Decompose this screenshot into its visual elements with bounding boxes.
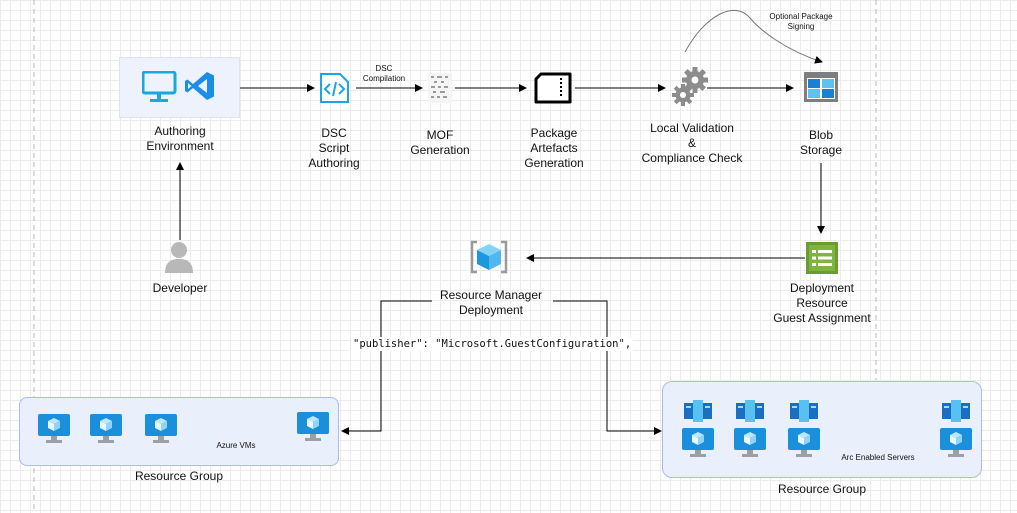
azure-vms-label: Azure VMs — [216, 441, 256, 450]
resource-manager-cube-icon — [470, 240, 508, 274]
validation-label-line3: Compliance Check — [641, 151, 743, 165]
gears-icon — [672, 67, 708, 106]
blob-storage-icon — [804, 72, 838, 102]
optional-signing-label: Optional Package Signing — [756, 12, 846, 32]
visual-studio-code-icon — [185, 72, 214, 100]
dsc-compilation-line1: DSC — [375, 64, 393, 73]
azure-vm-icon — [734, 428, 766, 457]
rm-label-line1: Resource Manager — [439, 288, 543, 302]
authoring-environment-box — [119, 57, 240, 118]
arc-server-icon — [736, 400, 764, 422]
dsc-compilation-label: DSC Compilation — [356, 64, 412, 84]
package-artefacts-label: Package Artefacts Generation — [514, 126, 594, 171]
package-sd-icon — [534, 72, 572, 104]
dsc-label-line3: Authoring — [308, 156, 360, 170]
dsc-label-line1: DSC — [321, 126, 347, 140]
deployment-label-line1: Deployment — [789, 281, 855, 295]
resource-manager-label: Resource Manager Deployment — [426, 288, 556, 318]
monitor-icon — [142, 71, 177, 102]
deployment-resource-label: Deployment Resource Guest Assignment — [766, 281, 878, 326]
azure-vm-icon — [940, 428, 972, 457]
arc-enabled-servers-label: Arc Enabled Servers — [841, 453, 915, 462]
arrow-optional-signing — [684, 9, 823, 64]
deployment-list-icon — [806, 242, 838, 274]
resource-group-azure-caption: Resource Group — [134, 469, 224, 483]
arrow-rm-to-azure-vms — [341, 300, 432, 435]
dsc-label-line2: Script — [318, 141, 350, 155]
publisher-code-snippet: "publisher": "Microsoft.GuestConfigurati… — [351, 337, 634, 351]
user-icon — [165, 242, 193, 273]
signing-label-line1: Optional Package — [769, 12, 833, 21]
azure-vm-icon — [145, 414, 177, 443]
resource-group-azure — [19, 397, 339, 466]
azure-vm-icon — [788, 428, 820, 457]
arc-server-icon — [790, 400, 818, 422]
blob-label-line1: Blob — [808, 128, 834, 142]
code-file-icon — [320, 73, 349, 103]
local-validation-label: Local Validation & Compliance Check — [632, 121, 752, 166]
deployment-label-line3: Guest Assignment — [773, 311, 871, 325]
mof-label-line1: MOF — [426, 128, 454, 142]
blob-label-line2: Storage — [799, 143, 843, 157]
azure-vm-icon — [90, 414, 122, 443]
authoring-environment-label: Authoring Environment — [130, 124, 230, 154]
resource-group-arc — [662, 381, 982, 478]
arc-server-icon — [684, 400, 712, 422]
azure-vm-icon — [682, 428, 714, 457]
mof-generation-label: MOF Generation — [404, 128, 476, 158]
rm-label-line2: Deployment — [458, 303, 524, 317]
dsc-script-label: DSC Script Authoring — [299, 126, 369, 171]
mof-label-line2: Generation — [410, 143, 470, 157]
arc-server-icon — [942, 400, 970, 422]
azure-vm-icon — [38, 414, 70, 443]
mof-document-icon — [428, 73, 452, 103]
authoring-label-line1: Authoring — [154, 124, 206, 138]
package-label-line1: Package — [530, 126, 578, 140]
deployment-label-line2: Resource — [796, 296, 848, 310]
developer-label: Developer — [152, 281, 208, 295]
validation-label-line1: Local Validation — [650, 121, 734, 135]
package-label-line2: Artefacts — [530, 141, 578, 155]
blob-storage-label: Blob Storage — [786, 128, 856, 158]
resource-group-arc-caption: Resource Group — [777, 482, 867, 496]
authoring-label-line2: Environment — [146, 139, 214, 153]
arrow-rm-to-arc-servers — [553, 300, 662, 435]
dsc-compilation-line2: Compilation — [362, 74, 406, 83]
signing-label-line2: Signing — [787, 22, 815, 31]
package-label-line3: Generation — [524, 156, 584, 170]
validation-label-line2: & — [687, 136, 696, 150]
azure-vm-icon — [297, 412, 329, 441]
